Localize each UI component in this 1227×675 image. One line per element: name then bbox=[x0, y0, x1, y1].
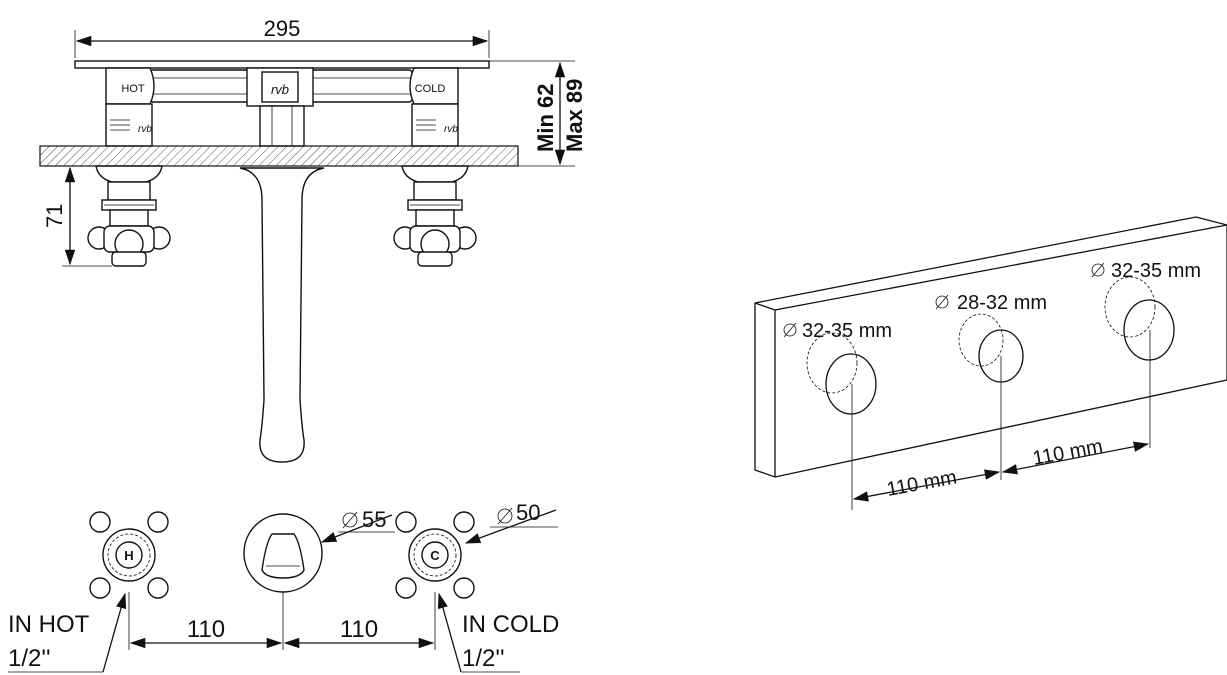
brand-label: rvb bbox=[271, 82, 289, 97]
in-cold-size: 1/2'' bbox=[462, 645, 505, 672]
cold-cap-letter: C bbox=[430, 548, 440, 563]
cold-brand-mark: rvb bbox=[444, 124, 458, 135]
drilling-view: 32-35 mm 28-32 mm 32-35 mm 110 mm 110 mm bbox=[754, 216, 1227, 510]
front-view: 295 rvb HOT rvb COLD bbox=[39, 16, 587, 463]
hot-valve: HOT rvb bbox=[105, 67, 155, 147]
spout-diameter-callout: 55 bbox=[320, 507, 395, 543]
hot-handle-front bbox=[87, 165, 171, 267]
top-plate bbox=[74, 60, 490, 69]
in-hot-label: IN HOT bbox=[8, 611, 90, 638]
drilling-left-spacing-label: 110 mm bbox=[885, 466, 959, 501]
cold-valve: COLD rvb bbox=[409, 67, 459, 147]
depth-max-label: Max 89 bbox=[562, 79, 587, 152]
left-hole-label: 32-35 mm bbox=[802, 320, 892, 342]
cold-handle-front bbox=[393, 165, 477, 267]
plan-left-spacing-label: 110 bbox=[187, 616, 225, 643]
middle-hole-callout: 28-32 mm bbox=[935, 292, 1047, 314]
cold-label: COLD bbox=[415, 83, 446, 95]
handle-height-dimension: 71 bbox=[42, 165, 112, 267]
right-hole bbox=[1104, 276, 1175, 361]
in-cold-label: IN COLD bbox=[462, 611, 559, 638]
hot-label: HOT bbox=[121, 83, 145, 95]
spout-diameter-label: 55 bbox=[362, 507, 386, 532]
spout bbox=[239, 167, 325, 463]
hot-cap-letter: H bbox=[124, 548, 133, 563]
inlet-cold-callout: IN COLD 1/2'' bbox=[437, 592, 559, 673]
plan-view: H C 55 bbox=[8, 500, 559, 673]
width-dimension: 295 bbox=[74, 16, 490, 58]
plan-right-spacing-label: 110 bbox=[340, 616, 378, 643]
depth-min-label: Min 62 bbox=[533, 84, 558, 152]
hot-brand-mark: rvb bbox=[138, 124, 152, 135]
plan-spacing-dimension: 110 110 bbox=[128, 592, 436, 650]
right-hole-label: 32-35 mm bbox=[1111, 260, 1201, 282]
wall-section bbox=[39, 145, 519, 167]
in-hot-size: 1/2'' bbox=[8, 645, 51, 672]
inlet-hot-callout: IN HOT 1/2'' bbox=[8, 592, 127, 673]
left-hole-callout: 32-35 mm bbox=[783, 320, 892, 342]
left-hole bbox=[806, 332, 877, 415]
drilling-right-spacing-label: 110 mm bbox=[1031, 435, 1105, 470]
handle-height-label: 71 bbox=[42, 204, 67, 228]
cold-cross-handle: C bbox=[395, 511, 475, 599]
handle-diameter-label: 50 bbox=[516, 500, 540, 525]
middle-hole-label: 28-32 mm bbox=[957, 292, 1047, 314]
mounting-block bbox=[754, 216, 1227, 478]
right-hole-callout: 32-35 mm bbox=[1091, 260, 1201, 282]
drilling-spacing-dimension: 110 mm 110 mm bbox=[851, 330, 1151, 510]
handle-diameter-callout: 50 bbox=[464, 500, 558, 544]
depth-dimension: Min 62 Max 89 bbox=[489, 60, 587, 167]
middle-hole bbox=[958, 313, 1024, 383]
width-label: 295 bbox=[264, 16, 301, 41]
spout-escutcheon bbox=[243, 513, 323, 593]
hot-cross-handle: H bbox=[89, 511, 169, 599]
